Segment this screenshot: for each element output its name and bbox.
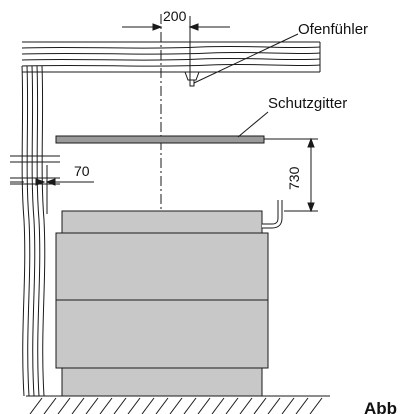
dimension-730-lines bbox=[264, 137, 318, 213]
heater bbox=[55, 210, 269, 397]
oven-sensor bbox=[184, 71, 200, 87]
dimension-70-label: 70 bbox=[74, 163, 90, 179]
heater-pipe-inner bbox=[262, 200, 282, 228]
wall bbox=[21, 65, 46, 397]
dimension-200-lines bbox=[122, 16, 230, 80]
heater-pipe bbox=[262, 200, 283, 229]
figure-caption: Abb bbox=[364, 399, 397, 414]
heater-top-block bbox=[61, 210, 263, 234]
oven-sensor-leader bbox=[193, 33, 299, 84]
floor bbox=[26, 395, 330, 414]
heater-base bbox=[61, 367, 263, 397]
guard-leader bbox=[237, 111, 269, 138]
ceiling bbox=[21, 41, 321, 73]
dimension-200-label: 200 bbox=[163, 8, 187, 24]
dimension-730-label: 730 bbox=[286, 166, 302, 190]
oven-sensor-label: Ofenfühler bbox=[298, 21, 368, 38]
guard-label: Schutzgitter bbox=[268, 95, 347, 112]
dimension-70-lines bbox=[10, 165, 94, 214]
guard-bar bbox=[55, 135, 265, 144]
